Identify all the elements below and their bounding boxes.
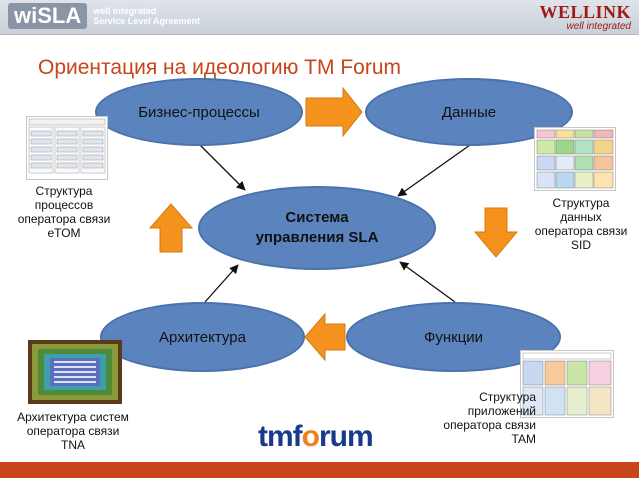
caption-etom-line: процессов (34, 198, 94, 212)
tmforum-logo-part2: f (292, 420, 303, 453)
caption-tna-line: TNA (61, 438, 85, 452)
node-data-label: Данные (441, 103, 497, 121)
caption-etom: Структура процессов оператора связи eTOM (14, 184, 114, 240)
arrow-architecture-to-center (204, 264, 239, 303)
caption-etom-line: оператора связи (17, 212, 111, 226)
wisla-tagline-1: well integrated (93, 6, 157, 16)
sid-diagram-thumbnail (534, 127, 616, 191)
caption-tna-line: Архитектура систем (17, 410, 129, 424)
node-sla-system: Система управления SLA (198, 186, 436, 270)
caption-etom-line: Структура (35, 184, 93, 198)
caption-tam: Структура приложений оператора связи TAM (424, 390, 536, 446)
slide-title: Ориентация на идеологию TM Forum (38, 56, 402, 79)
caption-tam-line: TAM (511, 432, 536, 446)
orange-arrow-up (148, 203, 194, 253)
header-bar: wiSLA well integrated Service Level Agre… (0, 0, 639, 35)
caption-sid-line: SID (570, 238, 591, 252)
wellink-logo: WELLINK well integrated (539, 3, 631, 32)
node-center-line2: управления SLA (255, 229, 379, 246)
etom-diagram-thumbnail (26, 116, 108, 180)
arrow-data-to-center (397, 144, 471, 197)
caption-sid-line: данных (560, 210, 602, 224)
node-business-label: Бизнес-процессы (138, 103, 260, 121)
caption-tam-line: оператора связи (443, 418, 536, 432)
tam-diagram-thumbnail (520, 350, 614, 418)
wellink-logo-text: WELLINK (539, 2, 631, 22)
orange-arrow-right (305, 86, 363, 138)
wisla-logo-text: wiSLA (8, 3, 88, 29)
wisla-logo: wiSLA well integrated Service Level Agre… (8, 3, 200, 29)
tmforum-logo: tmforum (258, 420, 374, 454)
footer-bar (0, 462, 639, 478)
caption-tna-line: оператора связи (26, 424, 120, 438)
caption-sid-line: оператора связи (534, 224, 628, 238)
caption-sid: Структура данных оператора связи SID (528, 196, 634, 252)
node-center-line1: Система (285, 209, 349, 226)
caption-sid-line: Структура (552, 196, 610, 210)
wellink-tagline: well integrated (566, 21, 631, 32)
caption-tam-line: Структура (479, 390, 536, 404)
tmforum-logo-part1: tm (258, 420, 294, 453)
arrow-functions-to-center (399, 261, 456, 303)
caption-tna: Архитектура систем оператора связи TNA (8, 410, 138, 452)
tna-diagram-thumbnail (28, 340, 122, 404)
tmforum-logo-o: o (301, 420, 320, 453)
node-architecture: Архитектура (100, 302, 305, 372)
node-business-processes: Бизнес-процессы (95, 78, 303, 146)
node-functions-label: Функции (423, 328, 484, 346)
caption-etom-line: eTOM (47, 226, 81, 240)
arrow-business-to-center (199, 144, 246, 191)
tmforum-logo-part3: rum (319, 420, 374, 453)
wisla-tagline-2: Service Level Agreement (93, 16, 200, 26)
caption-tam-line: приложений (467, 404, 536, 418)
orange-arrow-left (304, 312, 346, 362)
node-architecture-label: Архитектура (159, 328, 246, 346)
orange-arrow-down (473, 207, 519, 258)
